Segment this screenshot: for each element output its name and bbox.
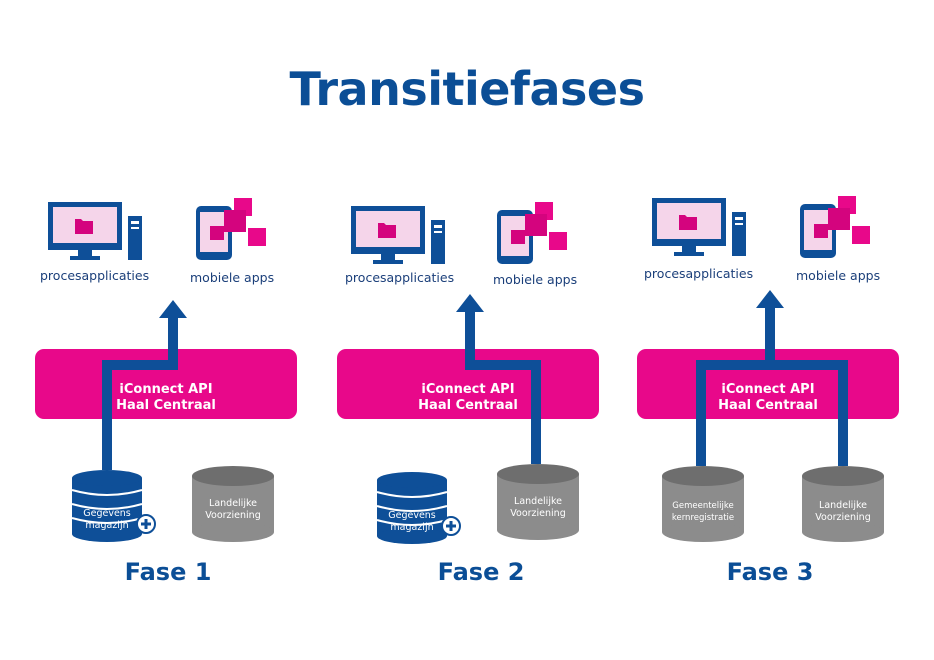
- data-flow-arrow-segment: [168, 318, 178, 370]
- data-flow-arrow-segment: [765, 308, 775, 364]
- desktop-computer-icon: [652, 198, 746, 256]
- procesapplicaties-label: procesapplicaties: [345, 270, 455, 285]
- data-flow-arrow: [102, 365, 112, 470]
- phase-2: procesapplicaties mobiele apps iConnect …: [305, 0, 605, 660]
- data-flow-arrow-segment: [465, 312, 475, 368]
- bar-line-2: Haal Centraal: [718, 398, 818, 413]
- mobiele-apps-label: mobiele apps: [190, 270, 275, 285]
- mobile-apps-icon: [497, 202, 567, 264]
- db-line-1: Gegevens: [83, 508, 131, 519]
- database-label: Gegevens magazijn: [72, 508, 142, 532]
- data-flow-arrow-segment: [838, 360, 848, 466]
- arrow-head: [456, 294, 484, 312]
- data-flow-arrow: [696, 360, 706, 466]
- database-icon: [376, 472, 461, 544]
- data-flow-arrow-segment: [465, 360, 541, 370]
- bar-line-1: iConnect API: [721, 382, 815, 397]
- phase-1: procesapplicaties mobiele apps iConnect …: [0, 0, 300, 660]
- bar-line-2: Haal Centraal: [418, 398, 518, 413]
- db-line-2: Voorziening: [205, 510, 261, 521]
- phase-label: Fase 1: [124, 558, 212, 586]
- db-line-2: magazijn: [390, 522, 434, 533]
- phase-label: Fase 3: [726, 558, 814, 586]
- procesapplicaties-label: procesapplicaties: [40, 268, 150, 283]
- page-title: Transitiefases: [289, 62, 645, 116]
- db-line-1: Landelijke: [209, 498, 257, 509]
- mobile-apps-icon: [196, 198, 266, 260]
- db-line-2: kernregistratie: [671, 513, 735, 523]
- db-line-1: Gegevens: [388, 510, 436, 521]
- database-label: Landelijke Voorziening: [497, 496, 579, 520]
- procesapplicaties-label: procesapplicaties: [644, 266, 754, 281]
- desktop-computer-icon: [48, 202, 142, 260]
- database-label: Landelijke Voorziening: [802, 500, 884, 524]
- bar-label: iConnect API Haal Centraal: [337, 382, 599, 414]
- bar-line-1: iConnect API: [119, 382, 213, 397]
- db-line-1: Gemeentelijke: [672, 501, 734, 511]
- bar-line-2: Haal Centraal: [116, 398, 216, 413]
- db-line-2: Voorziening: [510, 508, 566, 519]
- database-icon: [71, 470, 156, 542]
- desktop-computer-icon: [351, 206, 445, 264]
- data-flow-arrow: [531, 360, 541, 464]
- db-line-1: Landelijke: [514, 496, 562, 507]
- phase-label: Fase 2: [437, 558, 525, 586]
- data-flow-arrow-segment: [102, 360, 178, 370]
- bar-label: iConnect API Haal Centraal: [35, 382, 297, 414]
- database-icon-gray: [662, 466, 744, 542]
- bar-label: iConnect API Haal Centraal: [637, 382, 899, 414]
- arrow-head: [756, 290, 784, 308]
- phase-3: procesapplicaties mobiele apps iConnect …: [610, 0, 910, 660]
- arrow-head: [159, 300, 187, 318]
- database-label: Landelijke Voorziening: [192, 498, 274, 522]
- database-icon-gray: [497, 464, 579, 540]
- bar-line-1: iConnect API: [421, 382, 515, 397]
- mobile-apps-icon: [800, 196, 870, 258]
- db-line-2: magazijn: [85, 520, 129, 531]
- mobiele-apps-label: mobiele apps: [493, 272, 578, 287]
- database-icon-gray: [802, 466, 884, 542]
- database-label: Gemeentelijke kernregistratie: [662, 500, 744, 524]
- mobiele-apps-label: mobiele apps: [796, 268, 881, 283]
- db-line-2: Voorziening: [815, 512, 871, 523]
- data-flow-arrow-segment: [696, 360, 848, 370]
- database-label: Gegevens magazijn: [377, 510, 447, 534]
- db-line-1: Landelijke: [819, 500, 867, 511]
- database-icon-gray: [192, 466, 274, 542]
